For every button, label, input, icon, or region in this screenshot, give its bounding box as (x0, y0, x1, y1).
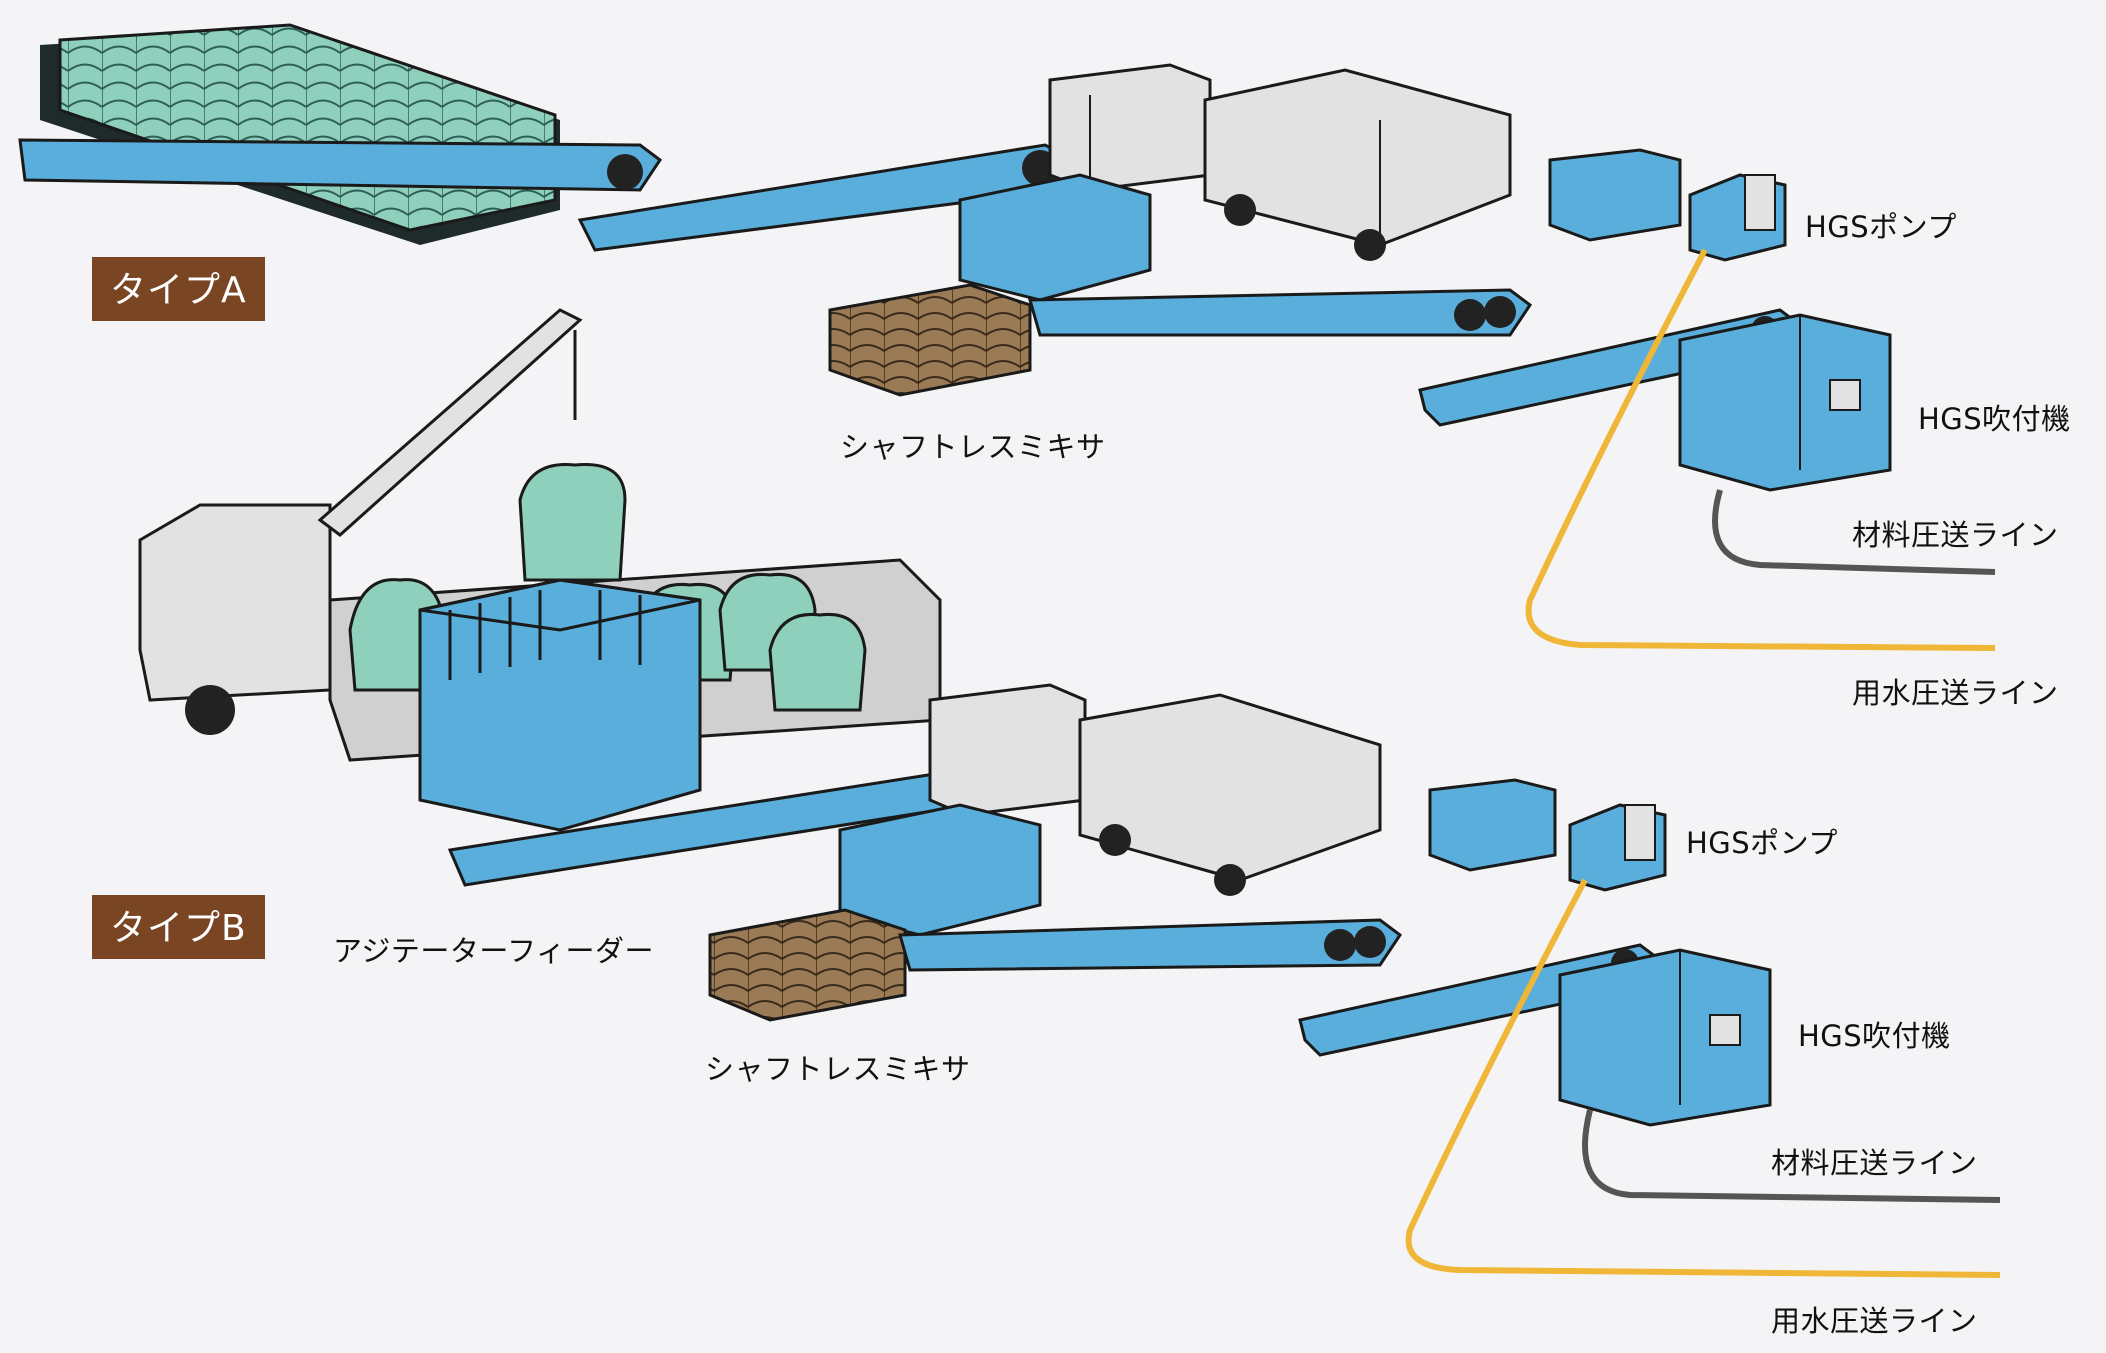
type-a-mixer-label: シャフトレスミキサ (840, 430, 1106, 464)
type-b-agitator-feeder-label: アジテーターフィーダー (333, 934, 655, 968)
type-b-agitator-feeder (418, 578, 702, 832)
type-a-hgs-pump-label: HGSポンプ (1805, 210, 1957, 244)
type-a-water-tank (1548, 148, 1682, 242)
type-a-compressor (1203, 68, 1512, 261)
type-a-shaftless-mixer (958, 173, 1152, 302)
type-b-brown-bag-pallet (708, 908, 907, 1022)
type-a-badge: タイプA (92, 257, 265, 321)
type-b-water-line (1405, 878, 2001, 1278)
type-b-generator (928, 683, 1087, 817)
type-a-conveyor-1 (18, 138, 663, 192)
type-b-material-line-label: 材料圧送ライン (1771, 1146, 1978, 1180)
type-a-hgs-sprayer (1678, 313, 1892, 492)
type-b-shaftless-mixer (838, 803, 1042, 937)
type-b-conveyor-2 (898, 918, 1403, 972)
type-a-brown-bag-pallet (828, 283, 1032, 397)
type-b-material-line (1582, 1109, 2001, 1203)
type-a-material-line-label: 材料圧送ライン (1852, 518, 2059, 552)
type-b-water-line-label: 用水圧送ライン (1771, 1304, 1978, 1338)
type-a-conveyor-3 (1028, 288, 1533, 337)
type-b-hgs-pump-label: HGSポンプ (1686, 826, 1838, 860)
type-b-hgs-sprayer-label: HGS吹付機 (1798, 1019, 1951, 1053)
type-a-water-line (1525, 248, 1996, 651)
type-a-hgs-sprayer-label: HGS吹付機 (1918, 402, 2071, 436)
type-b-compressor (1078, 693, 1382, 896)
type-a-generator (1048, 63, 1212, 192)
type-a-water-line-label: 用水圧送ライン (1852, 676, 2059, 710)
type-b-badge: タイプB (92, 895, 265, 959)
type-b-water-tank (1428, 778, 1557, 872)
type-a-green-bag-pallet (40, 23, 560, 245)
type-b-mixer-label: シャフトレスミキサ (705, 1052, 971, 1086)
type-a-hgs-pump (1688, 173, 1787, 262)
type-a-material-line (1712, 489, 1996, 575)
type-b-hgs-pump (1568, 803, 1667, 892)
type-b-hgs-sprayer (1558, 948, 1772, 1127)
